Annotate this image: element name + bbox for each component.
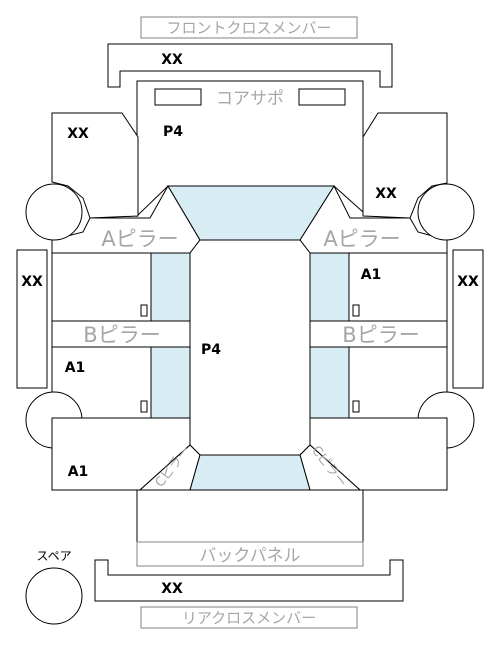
back-panel-label: バックパネル bbox=[199, 546, 300, 566]
roof-code: P4 bbox=[201, 342, 221, 358]
rear-cross-member-label-box bbox=[140, 606, 358, 629]
back-panel[interactable] bbox=[136, 541, 364, 567]
rear-cross-member[interactable] bbox=[94, 559, 404, 602]
left-rocker-code: XX bbox=[21, 274, 43, 290]
front-right-fender[interactable] bbox=[362, 112, 448, 219]
a-pillar-right-label: Aピラー bbox=[323, 227, 400, 251]
b-pillar-left-label: Bピラー bbox=[83, 323, 160, 347]
right-rear-door-handle[interactable] bbox=[352, 400, 360, 413]
front-cross-member[interactable] bbox=[107, 43, 393, 88]
front-left-wheel[interactable] bbox=[25, 183, 83, 241]
spare-tire[interactable] bbox=[25, 567, 83, 625]
spare-label: スペア bbox=[36, 549, 71, 563]
b-pillar-left[interactable] bbox=[51, 320, 191, 348]
rear-window[interactable] bbox=[189, 454, 311, 491]
core-support-label: コアサポ bbox=[216, 89, 284, 109]
left-rear-quarter-code: A1 bbox=[68, 464, 89, 480]
a-pillar-left-label: Aピラー bbox=[101, 227, 178, 251]
front-cross-member-label-box bbox=[140, 16, 358, 39]
right-rocker-panel[interactable] bbox=[452, 249, 484, 389]
right-front-door-handle[interactable] bbox=[352, 304, 360, 317]
left-front-door-handle[interactable] bbox=[140, 304, 148, 317]
core-support-code: P4 bbox=[163, 124, 183, 140]
left-rocker-panel[interactable] bbox=[16, 249, 48, 389]
left-rear-door-handle[interactable] bbox=[140, 400, 148, 413]
right-front-door-code: A1 bbox=[361, 267, 382, 283]
core-support-right-slot bbox=[298, 88, 346, 106]
b-pillar-right-label: Bピラー bbox=[342, 323, 419, 347]
rear-cross-member-code: XX bbox=[161, 581, 183, 597]
right-front-window[interactable] bbox=[309, 252, 350, 322]
trunk-lid[interactable] bbox=[136, 489, 364, 543]
left-rear-door-code: A1 bbox=[65, 360, 86, 376]
front-right-fender-code: XX bbox=[375, 186, 397, 202]
left-rear-window[interactable] bbox=[150, 346, 191, 419]
front-cross-member-label: フロントクロスメンバー bbox=[166, 19, 331, 37]
front-left-fender-code: XX bbox=[67, 126, 89, 142]
front-cross-member-code: XX bbox=[161, 52, 183, 68]
rear-cross-member-label: リアクロスメンバー bbox=[182, 609, 316, 627]
left-front-window[interactable] bbox=[150, 252, 191, 322]
right-rear-window[interactable] bbox=[309, 346, 350, 419]
front-right-wheel[interactable] bbox=[417, 183, 475, 241]
right-rocker-code: XX bbox=[457, 274, 479, 290]
core-support-left-slot bbox=[154, 88, 202, 106]
